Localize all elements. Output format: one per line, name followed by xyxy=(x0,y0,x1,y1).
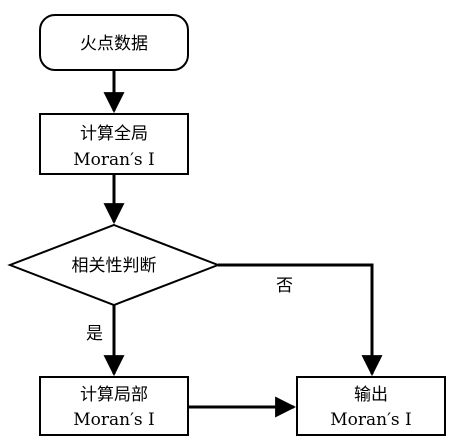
edge-no-label: 否 xyxy=(276,276,293,296)
global-moran-node: 计算全局 Moran′s I xyxy=(39,113,189,175)
decision-node: 相关性判断 xyxy=(7,223,221,307)
start-node: 火点数据 xyxy=(39,14,189,71)
global-moran-label-line1: 计算全局 xyxy=(80,124,148,144)
output-label-line2: Moran′s I xyxy=(330,410,412,430)
local-moran-node: 计算局部 Moran′s I xyxy=(39,376,189,436)
local-moran-label-line1: 计算局部 xyxy=(80,385,148,405)
decision-node-label: 相关性判断 xyxy=(72,256,157,276)
output-node: 输出 Moran′s I xyxy=(296,376,446,436)
local-moran-label-line2: Moran′s I xyxy=(73,410,155,430)
output-label-line1: 输出 xyxy=(354,385,388,405)
edge-decision-to-output xyxy=(218,263,383,377)
global-moran-label-line2: Moran′s I xyxy=(73,150,155,170)
edge-yes-label: 是 xyxy=(86,324,103,344)
start-node-label: 火点数据 xyxy=(80,34,148,54)
